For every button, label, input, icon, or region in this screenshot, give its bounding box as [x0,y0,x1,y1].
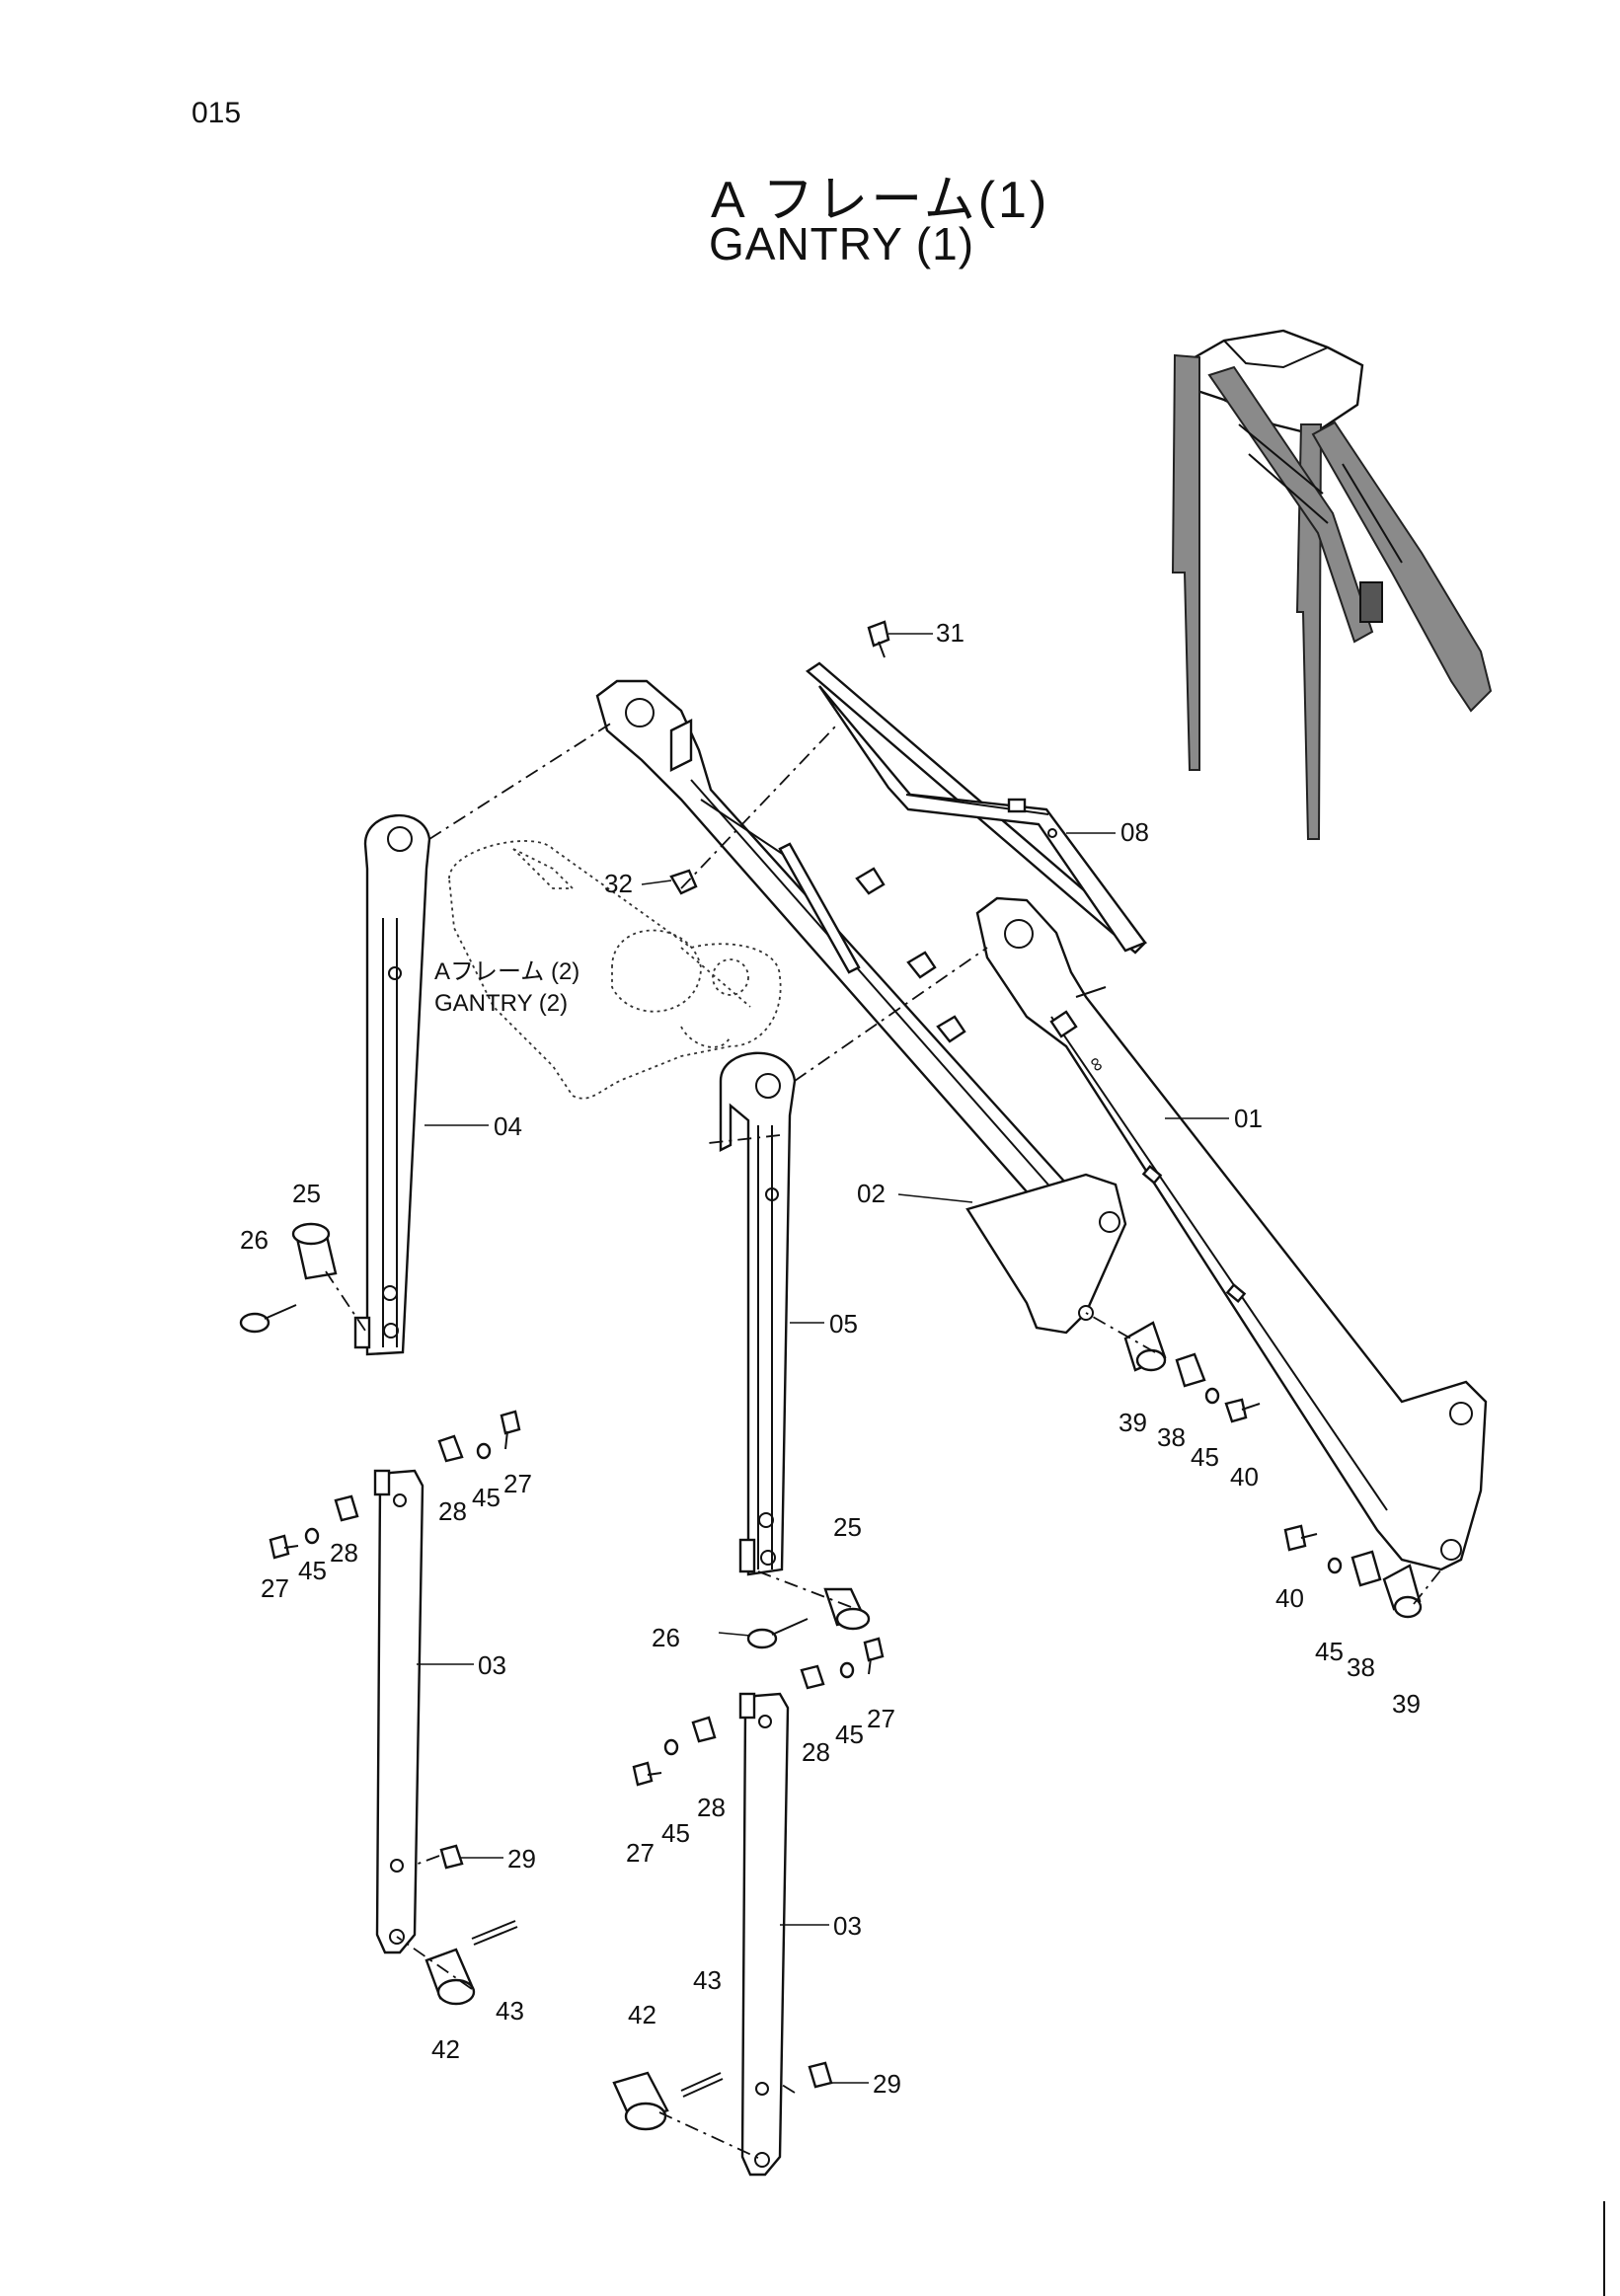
callout-42: 42 [431,2034,460,2064]
callout-25: 25 [833,1512,862,1542]
page-number: 015 [192,97,242,129]
callout-27: 27 [867,1704,895,1733]
callout-25: 25 [292,1179,321,1208]
callout-28: 28 [330,1538,358,1568]
callout-05: 05 [829,1309,858,1339]
callout-03: 03 [833,1911,862,1941]
callout-31: 31 [936,618,964,648]
gantry-2-reference-ghost [448,840,782,1100]
callout-45: 45 [1315,1637,1344,1666]
callout-29: 29 [873,2069,901,2099]
callout-28: 28 [438,1496,467,1526]
callout-26: 26 [652,1623,680,1652]
diagram-title-english: GANTRY (1) [709,218,975,269]
callout-numbers: 31 08 32 01 02 04 05 25 26 25 26 39 38 4… [240,618,1421,2099]
callout-43: 43 [496,1996,524,2026]
callout-27: 27 [503,1469,532,1498]
callout-28: 28 [697,1793,726,1822]
callout-43: 43 [693,1965,722,1995]
callout-03: 03 [478,1650,506,1680]
callout-39: 39 [1392,1689,1421,1719]
callout-01: 01 [1234,1104,1263,1133]
assembled-gantry-inset [1171,329,1493,840]
part-03-link-right [738,1692,790,2177]
part-05-link [719,1051,797,1576]
diagram-title-japanese: A フレーム(1) [711,172,1050,229]
callout-39: 39 [1119,1408,1147,1437]
part-04-link [353,814,431,1356]
callout-45: 45 [661,1818,690,1848]
callout-27: 27 [261,1573,289,1603]
callout-38: 38 [1157,1422,1186,1452]
part-03-link-left [373,1469,424,1954]
part-08-plate [806,661,1147,955]
callout-40: 40 [1230,1462,1259,1492]
callout-27: 27 [626,1838,655,1868]
callout-02: 02 [857,1179,886,1208]
hardware-bolts-pins [239,620,1423,2131]
callout-leader-lines [417,633,1229,2084]
callout-28: 28 [802,1737,830,1767]
callout-45: 45 [298,1556,327,1585]
callout-40: 40 [1275,1583,1304,1613]
callout-29: 29 [507,1844,536,1874]
callout-45: 45 [835,1720,864,1749]
part-01-gantry-leg: ∞ [975,896,1488,1571]
callout-04: 04 [494,1111,522,1141]
callout-45: 45 [472,1483,501,1512]
callout-45: 45 [1191,1442,1219,1472]
reference-label-english: GANTRY (2) [434,990,568,1017]
callout-38: 38 [1347,1652,1375,1682]
assembly-centerlines [325,722,1442,2161]
callout-32: 32 [604,869,633,898]
part-02-gantry-leg [595,679,1127,1335]
callout-42: 42 [628,2000,656,2029]
callout-08: 08 [1120,817,1149,847]
callout-26: 26 [240,1225,269,1255]
reference-label-japanese: Aフレーム (2) [434,958,579,985]
